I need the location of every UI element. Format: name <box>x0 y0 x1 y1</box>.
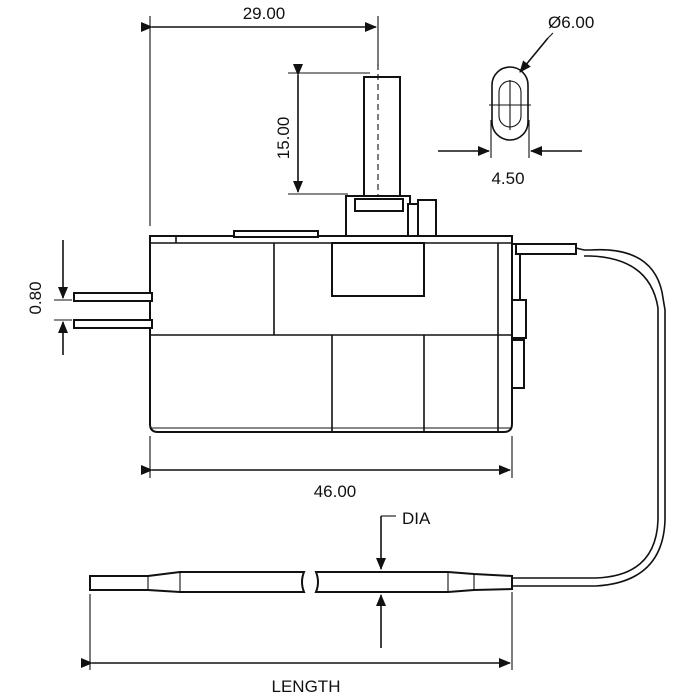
probe-dia-label: DIA <box>402 509 431 528</box>
dimension-15-label: 15.00 <box>274 117 293 160</box>
dimension-dia: DIA <box>376 509 431 648</box>
shaft-diameter-label: Ø6.00 <box>548 13 594 32</box>
dimension-29-label: 29.00 <box>243 4 286 23</box>
dimension-29: 29.00 <box>141 4 379 226</box>
thermostat-body <box>149 230 513 433</box>
sensor-probe <box>89 571 513 593</box>
terminal-pins: 0.80 <box>26 240 153 355</box>
capillary-tube <box>505 247 666 587</box>
flat-width-label: 4.50 <box>491 169 524 188</box>
dimension-length: LENGTH <box>81 592 513 695</box>
dimension-15: 15.00 <box>274 64 370 195</box>
shaft-collar <box>345 195 437 241</box>
capillary-outlet <box>511 243 577 389</box>
probe-length-label: LENGTH <box>272 677 341 695</box>
dimension-46-label: 46.00 <box>314 482 357 501</box>
shaft-section-detail: Ø6.00 4.50 <box>438 13 594 188</box>
terminal-gap-label: 0.80 <box>26 281 45 314</box>
dimension-46: 46.00 <box>141 436 513 501</box>
